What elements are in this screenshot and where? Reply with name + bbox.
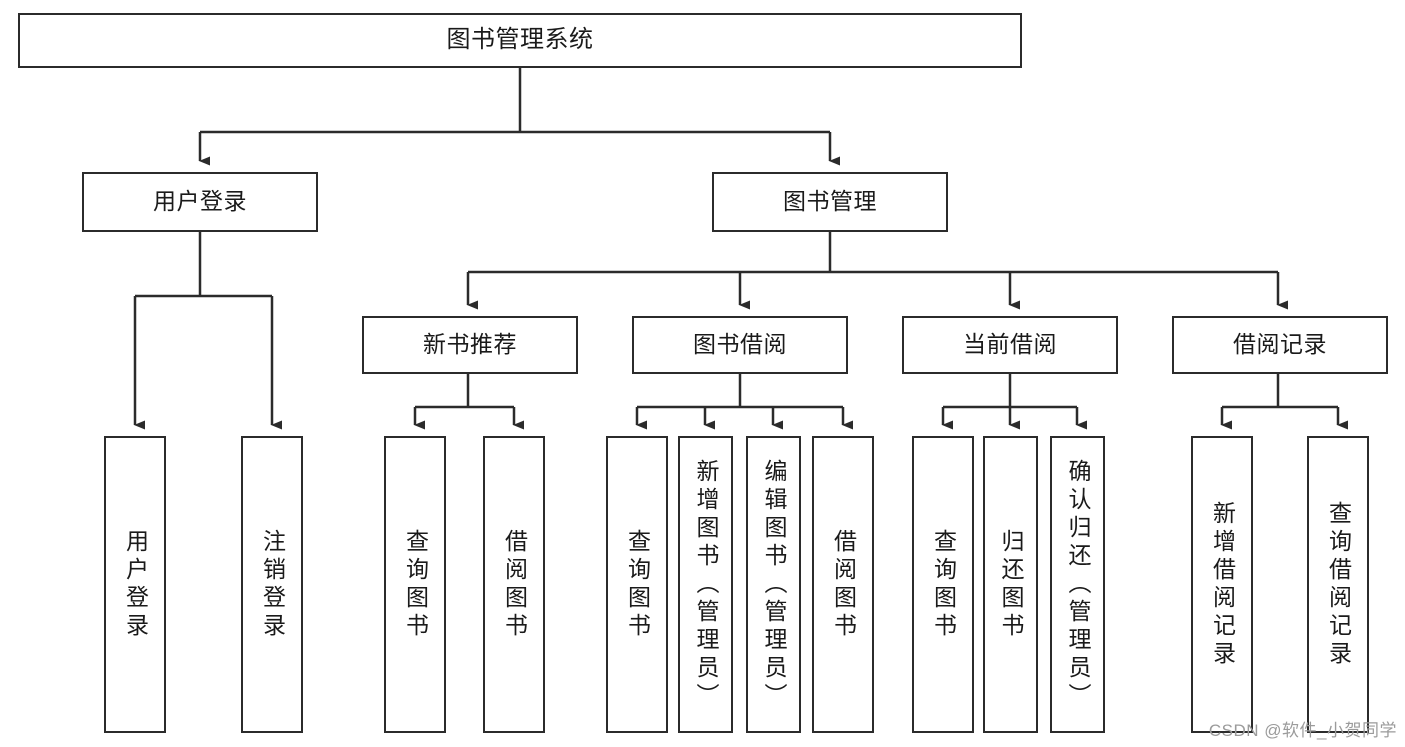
node-new-book-rec-label: 新书推荐 [423, 331, 517, 358]
leaf-query-book-2-label: 查询图书 [624, 528, 651, 641]
node-root-label: 图书管理系统 [446, 26, 594, 54]
leaf-query-record-label: 查询借阅记录 [1325, 500, 1352, 669]
leaf-query-book-1[interactable]: 查询图书 [384, 436, 446, 733]
leaf-edit-book[interactable]: 编辑图书（管理员） [746, 436, 801, 733]
leaf-add-record-label: 新增借阅记录 [1209, 500, 1236, 669]
leaf-logout[interactable]: 注销登录 [241, 436, 303, 733]
node-borrow-record[interactable]: 借阅记录 [1172, 316, 1388, 374]
leaf-logout-label: 注销登录 [259, 528, 286, 641]
leaf-user-login-label: 用户登录 [122, 528, 149, 641]
node-book-borrow-label: 图书借阅 [693, 331, 787, 358]
leaf-add-book[interactable]: 新增图书（管理员） [678, 436, 733, 733]
node-root[interactable]: 图书管理系统 [18, 13, 1022, 68]
node-book-borrow[interactable]: 图书借阅 [632, 316, 848, 374]
leaf-user-login[interactable]: 用户登录 [104, 436, 166, 733]
node-new-book-rec[interactable]: 新书推荐 [362, 316, 578, 374]
leaf-query-book-1-label: 查询图书 [402, 528, 429, 641]
leaf-borrow-book-2-label: 借阅图书 [830, 528, 857, 641]
watermark-text: CSDN @软件_小贺同学 [1208, 721, 1397, 740]
node-current-borrow[interactable]: 当前借阅 [902, 316, 1118, 374]
leaf-confirm-return-label: 确认归还（管理员） [1065, 458, 1091, 711]
node-user-login[interactable]: 用户登录 [82, 172, 318, 232]
leaf-query-book-3-label: 查询图书 [930, 528, 957, 641]
leaf-borrow-book-2[interactable]: 借阅图书 [812, 436, 874, 733]
node-book-manage-label: 图书管理 [783, 188, 877, 215]
leaf-borrow-book-1[interactable]: 借阅图书 [483, 436, 545, 733]
node-borrow-record-label: 借阅记录 [1233, 331, 1327, 358]
leaf-return-book[interactable]: 归还图书 [983, 436, 1038, 733]
node-current-borrow-label: 当前借阅 [963, 331, 1057, 358]
leaf-query-record[interactable]: 查询借阅记录 [1307, 436, 1369, 733]
node-user-login-label: 用户登录 [153, 188, 247, 215]
leaf-return-book-label: 归还图书 [998, 528, 1024, 641]
leaf-add-record[interactable]: 新增借阅记录 [1191, 436, 1253, 733]
node-book-manage[interactable]: 图书管理 [712, 172, 948, 232]
leaf-add-book-label: 新增图书（管理员） [693, 458, 719, 711]
leaf-edit-book-label: 编辑图书（管理员） [761, 458, 787, 711]
leaf-query-book-3[interactable]: 查询图书 [912, 436, 974, 733]
leaf-borrow-book-1-label: 借阅图书 [501, 528, 528, 641]
leaf-confirm-return[interactable]: 确认归还（管理员） [1050, 436, 1105, 733]
leaf-query-book-2[interactable]: 查询图书 [606, 436, 668, 733]
